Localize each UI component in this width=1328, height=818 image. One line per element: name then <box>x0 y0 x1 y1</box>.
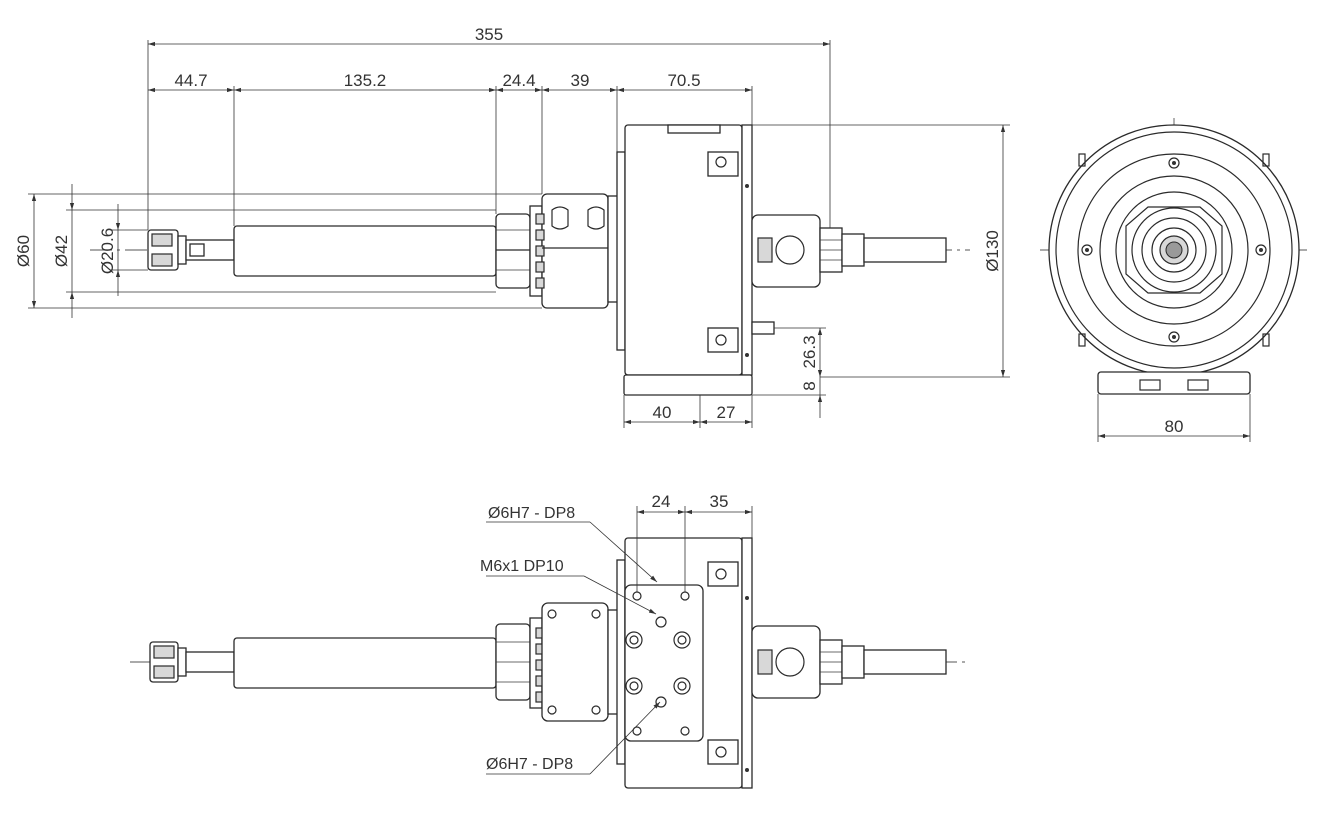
front-base <box>1097 371 1251 395</box>
flange <box>535 193 619 309</box>
dim-collar-length: 24.4 <box>502 71 535 90</box>
dim-collet-dia: Ø20.6 <box>98 228 117 274</box>
note-pin-hole-bottom: Ø6H7 - DP8 <box>486 756 573 773</box>
top-view: 24 35 Ø6H7 - DP8 M6x1 DP10 Ø6H7 - DP8 <box>130 492 970 789</box>
dim-overall-length: 355 <box>475 25 503 44</box>
dim-nut-length: 44.7 <box>174 71 207 90</box>
dim-housing-dia: Ø130 <box>983 230 1002 272</box>
dim-base-offset-a: 40 <box>653 403 672 422</box>
mounting-plate <box>624 584 704 742</box>
hex-collar <box>495 205 543 297</box>
dim-body-dia: Ø42 <box>52 235 71 267</box>
dim-port-height: 26.3 <box>800 335 819 368</box>
side-dimensions <box>28 40 1010 428</box>
dim-flange-length: 39 <box>571 71 590 90</box>
dim-base-offset-b: 27 <box>717 403 736 422</box>
note-pin-hole-top: Ø6H7 - DP8 <box>488 505 575 522</box>
side-view: 355 44.7 135.2 24.4 39 70.5 40 27 Ø60 Ø4… <box>14 25 1010 428</box>
dim-base-thickness: 8 <box>800 381 819 390</box>
note-thread: M6x1 DP10 <box>480 558 564 575</box>
dim-flange-dia: Ø60 <box>14 235 33 267</box>
collet-nut <box>147 229 235 271</box>
shaft <box>233 225 497 277</box>
dim-base-width: 80 <box>1165 417 1184 436</box>
dim-hole-offset-b: 35 <box>710 492 729 511</box>
dim-shaft-length: 135.2 <box>344 71 387 90</box>
dim-hole-offset-a: 24 <box>652 492 671 511</box>
housing <box>616 124 775 396</box>
dim-housing-length: 70.5 <box>667 71 700 90</box>
front-view: 80 <box>1040 118 1308 442</box>
rear-fitting <box>751 214 947 288</box>
